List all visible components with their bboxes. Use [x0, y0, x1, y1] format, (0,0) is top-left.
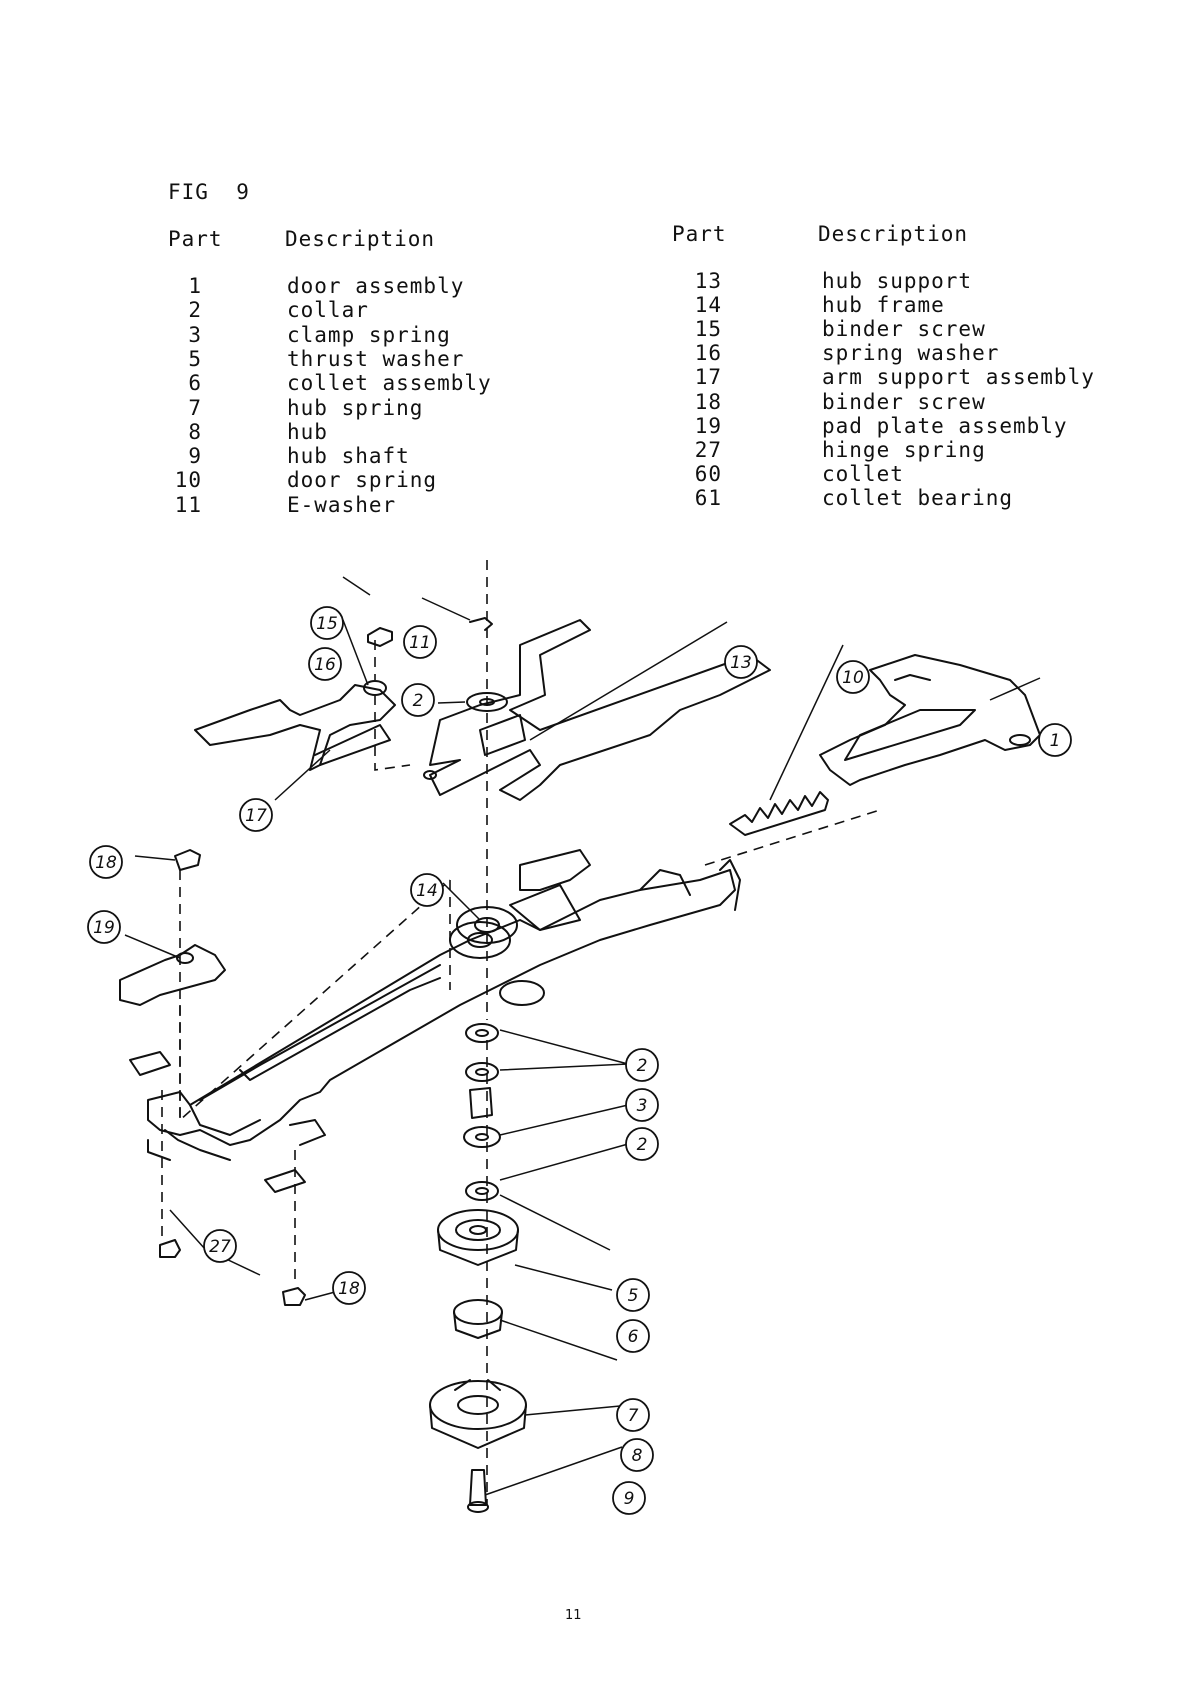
- callout-circle-10: [836, 660, 870, 694]
- part-number: 18: [694, 389, 722, 414]
- part-number: 27: [694, 437, 722, 462]
- callout-label-15: 15: [316, 614, 338, 634]
- part-number: 5: [188, 346, 202, 371]
- part-description: collar: [287, 298, 369, 323]
- part-description: hub support: [822, 269, 973, 293]
- callout-circle-1: [1038, 723, 1072, 757]
- part-description: clamp spring: [287, 322, 451, 347]
- callout-label-10: 10: [842, 668, 864, 688]
- column-header-description: Description: [285, 227, 436, 251]
- part-description: hub spring: [287, 395, 424, 420]
- part-number: 61: [694, 485, 722, 510]
- part-description: arm support assembly: [822, 365, 1095, 390]
- callout-label-5: 5: [628, 1286, 639, 1306]
- part-description: spring washer: [822, 341, 1000, 366]
- arm-support-part: [194, 684, 396, 771]
- callout-circle-17: [239, 798, 273, 832]
- column-header-description: Description: [818, 222, 969, 246]
- callout-label-11: 11: [409, 633, 431, 653]
- callout-circle-6: [616, 1319, 650, 1353]
- part-number: 9: [188, 444, 202, 469]
- part-description: hub frame: [822, 293, 945, 318]
- callout-label-6: 6: [628, 1327, 639, 1347]
- part-description: thrust washer: [287, 346, 465, 371]
- callout-label-14: 14: [416, 881, 438, 901]
- callout-label-18b: 18: [338, 1279, 360, 1299]
- callout-label-19: 19: [93, 918, 115, 938]
- callout-circle-18a: [89, 845, 123, 879]
- part-number: 6: [188, 371, 202, 396]
- callout-circle-13: [724, 645, 758, 679]
- callout-label-7: 7: [628, 1406, 639, 1426]
- callout-label-27: 27: [209, 1237, 231, 1257]
- part-number: 8: [188, 419, 202, 444]
- callout-circle-15: [310, 606, 344, 640]
- part-number: 2: [188, 298, 202, 323]
- page-number: 11: [565, 1608, 582, 1623]
- callout-circle-9: [612, 1481, 646, 1515]
- callout-circle-18b: [332, 1271, 366, 1305]
- door-assembly-part: [819, 654, 1041, 786]
- callout-label-17: 17: [245, 806, 267, 826]
- part-description: binder screw: [822, 389, 986, 414]
- column-header-part: Part: [168, 227, 223, 251]
- callout-circle-16: [308, 647, 342, 681]
- callout-label-18a: 18: [95, 853, 117, 873]
- part-number: 7: [188, 395, 202, 420]
- part-description: hub shaft: [287, 444, 410, 469]
- callout-label-16: 16: [314, 655, 336, 675]
- part-number: 60: [694, 461, 722, 486]
- part-description: hub: [287, 419, 328, 444]
- part-number: 14: [694, 293, 722, 318]
- part-description: hinge spring: [822, 437, 986, 462]
- callout-label-9: 9: [624, 1489, 635, 1509]
- part-description: collet assembly: [287, 371, 492, 396]
- part-number: 3: [188, 322, 202, 347]
- callout-circle-2b: [625, 1048, 659, 1082]
- callout-circle-19: [87, 910, 121, 944]
- callout-circle-2a: [401, 683, 435, 717]
- part-description: collet bearing: [822, 485, 1014, 510]
- callout-label-1: 1: [1050, 731, 1061, 751]
- part-number: 16: [694, 341, 722, 366]
- part-description: pad plate assembly: [822, 413, 1068, 438]
- part-description: door assembly: [287, 274, 465, 298]
- hub-support-part: [429, 619, 771, 801]
- callout-circle-14: [410, 873, 444, 907]
- part-number: 15: [694, 317, 722, 342]
- callout-circle-11: [403, 625, 437, 659]
- part-number: 19: [694, 413, 722, 438]
- exploded-view-diagram: 15 11 16 2 13 10 1 17 18 14 19 2 3 2 27 18 5 6 7 8 9: [87, 560, 1072, 1515]
- column-header-part: Part: [672, 222, 727, 246]
- part-number: 17: [694, 365, 722, 390]
- callout-label-8: 8: [632, 1446, 643, 1466]
- callout-label-2c: 2: [637, 1135, 648, 1155]
- part-number: 11: [174, 492, 202, 517]
- part-description: E-washer: [287, 492, 397, 517]
- callout-label-2b: 2: [637, 1056, 648, 1076]
- callout-circle-7: [616, 1398, 650, 1432]
- part-description: binder screw: [822, 317, 986, 342]
- callout-label-2a: 2: [413, 691, 424, 711]
- callout-circle-2c: [625, 1127, 659, 1161]
- part-number: 10: [174, 468, 202, 493]
- callout-label-13: 13: [730, 653, 752, 673]
- part-description: collet: [822, 461, 904, 486]
- figure-title: FIG 9: [168, 180, 250, 204]
- part-number: 13: [694, 269, 722, 293]
- callout-circle-3: [625, 1088, 659, 1122]
- callout-label-3: 3: [637, 1096, 648, 1116]
- part-description: door spring: [287, 468, 438, 493]
- callout-circle-8: [620, 1438, 654, 1472]
- part-number: 1: [188, 274, 202, 298]
- callout-circle-5: [616, 1278, 650, 1312]
- callout-circle-27: [203, 1229, 237, 1263]
- door-spring-part: [729, 791, 829, 836]
- pad-plate-part: [119, 944, 226, 1006]
- hub-frame-part: [147, 869, 736, 1146]
